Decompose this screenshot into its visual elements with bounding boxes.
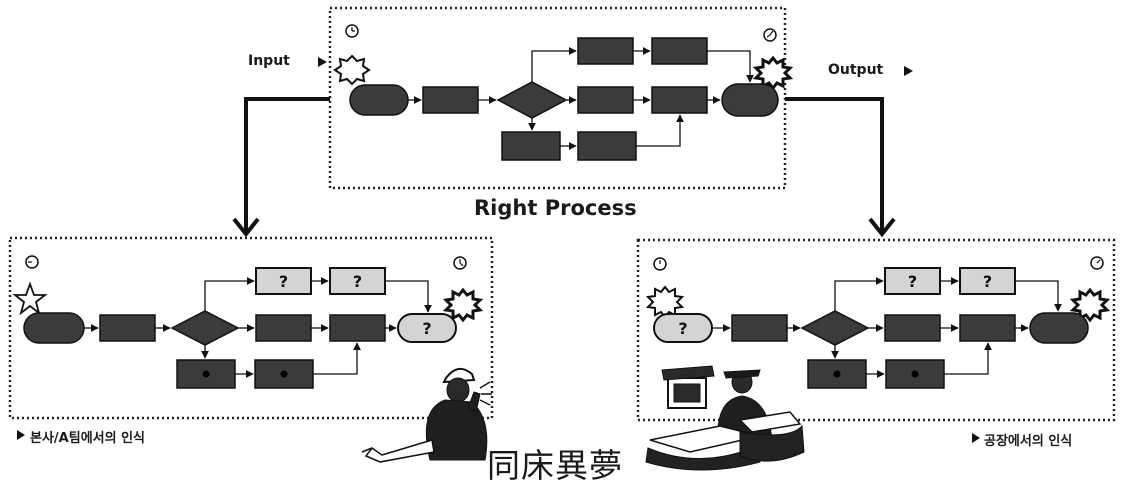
clock-icon	[25, 255, 39, 269]
unknown-box	[959, 267, 1016, 295]
process-diagram: ? ? ?	[8, 6, 1116, 471]
output-marker	[904, 66, 913, 76]
unknown-terminal	[397, 313, 457, 343]
process-box	[255, 314, 312, 342]
process-box	[959, 314, 1016, 342]
connectors	[408, 47, 754, 150]
end-terminal	[721, 83, 779, 117]
worker-figure	[361, 367, 492, 463]
output-label: Output	[828, 62, 884, 78]
clerk-figure	[645, 365, 805, 471]
connectors	[84, 277, 432, 378]
dot-mark	[280, 370, 288, 378]
process-box	[329, 314, 386, 342]
factory-perception-panel: ? ? ?	[636, 238, 1116, 422]
input-marker	[318, 57, 327, 67]
hq-perception-caption: 본사/A팀에서의 인식	[30, 431, 146, 446]
process-box	[99, 314, 156, 342]
process-box	[501, 131, 561, 161]
burst-icon	[442, 287, 484, 323]
dot-mark	[911, 370, 919, 378]
caption-marker	[972, 433, 980, 443]
question-mark: ?	[678, 319, 687, 338]
process-box	[422, 86, 479, 114]
process-box	[884, 314, 941, 342]
factory-perception-caption: 공장에서의 인식	[984, 434, 1073, 449]
decision-diamond	[496, 81, 568, 119]
idiom-title: 同床異夢	[487, 446, 623, 485]
burst-icon	[645, 285, 685, 319]
split-arrow-left	[232, 97, 330, 238]
start-terminal	[23, 312, 85, 344]
clock-icon	[653, 257, 667, 271]
clock-icon	[453, 256, 467, 270]
decision-diamond	[170, 310, 240, 346]
question-mark: ?	[983, 272, 992, 291]
clock-icon	[345, 24, 359, 38]
split-arrow-right	[785, 97, 896, 238]
burst-icon	[1069, 287, 1111, 323]
process-box	[577, 86, 634, 114]
right-process-panel	[328, 6, 794, 190]
dot-mark	[833, 370, 841, 378]
question-mark: ?	[353, 272, 362, 291]
process-box	[731, 314, 788, 342]
burst-icon	[333, 54, 371, 86]
star-icon	[12, 281, 48, 316]
process-box	[651, 37, 708, 65]
hq-perception-panel: ? ? ?	[8, 236, 494, 420]
end-terminal	[1029, 312, 1089, 344]
right-process-title: Right Process	[474, 196, 637, 220]
unknown-box	[255, 267, 312, 295]
input-label: Input	[248, 53, 290, 69]
unknown-box	[329, 267, 386, 295]
question-mark: ?	[279, 272, 288, 291]
connectors	[712, 277, 1062, 378]
dot-mark	[202, 370, 210, 378]
start-terminal	[349, 84, 409, 116]
factory-frame	[636, 238, 1116, 422]
process-box	[651, 86, 708, 114]
decision-diamond	[800, 310, 870, 346]
clock-icon	[763, 28, 777, 42]
question-mark: ?	[422, 319, 431, 338]
process-box	[577, 37, 634, 65]
clock-icon	[1090, 256, 1104, 270]
caption-marker	[17, 430, 25, 440]
question-mark: ?	[908, 272, 917, 291]
process-box	[577, 131, 637, 161]
hq-frame	[8, 236, 494, 420]
